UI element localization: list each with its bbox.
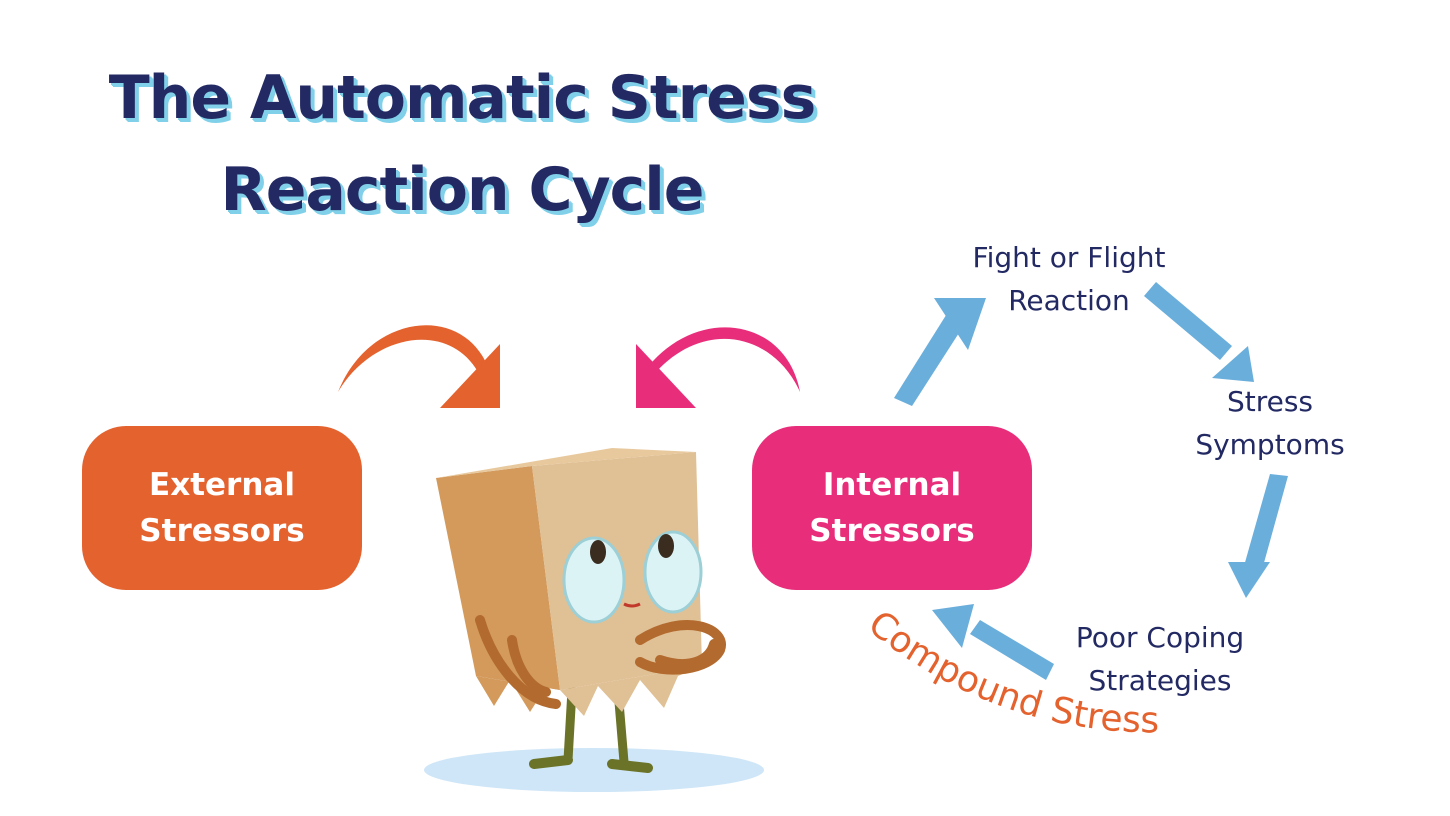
internal-stressors-box: Internal Stressors	[752, 426, 1032, 590]
diagram-title: The Automatic Stress Reaction Cycle	[82, 52, 842, 236]
internal-stressors-line-2: Stressors	[809, 513, 975, 549]
arrow-internal-to-fight	[894, 298, 986, 406]
paper-bag-character	[424, 448, 764, 792]
cycle-arrows	[894, 282, 1288, 680]
poor-coping-label: Poor Coping Strategies	[1040, 616, 1280, 702]
external-stressors-line-2: Stressors	[139, 513, 305, 549]
internal-stressors-line-1: Internal	[822, 467, 962, 503]
fight-or-flight-line-2: Reaction	[1008, 284, 1130, 317]
poor-coping-line-1: Poor Coping	[1075, 621, 1245, 654]
character-eyes	[562, 530, 703, 624]
title-line-2: Reaction Cycle	[220, 155, 705, 225]
stress-symptoms-label: Stress Symptoms	[1170, 380, 1370, 466]
character-shadow	[424, 748, 764, 792]
external-to-character-arrow	[338, 325, 500, 408]
internal-to-character-arrow	[636, 327, 800, 408]
fight-or-flight-label: Fight or Flight Reaction	[938, 236, 1200, 322]
title-line-1: The Automatic Stress	[108, 63, 817, 133]
arrow-poor-to-internal	[932, 604, 1054, 680]
poor-coping-line-2: Strategies	[1088, 664, 1232, 697]
fight-or-flight-line-1: Fight or Flight	[972, 241, 1166, 274]
external-stressors-box: External Stressors	[82, 426, 362, 590]
external-stressors-line-1: External	[149, 467, 295, 503]
stress-symptoms-line-2: Symptoms	[1195, 428, 1345, 461]
stress-symptoms-line-1: Stress	[1226, 385, 1314, 418]
arrow-fight-to-symptoms	[1144, 282, 1254, 382]
arrow-symptoms-to-poor	[1228, 474, 1288, 598]
character-arms	[475, 615, 726, 709]
